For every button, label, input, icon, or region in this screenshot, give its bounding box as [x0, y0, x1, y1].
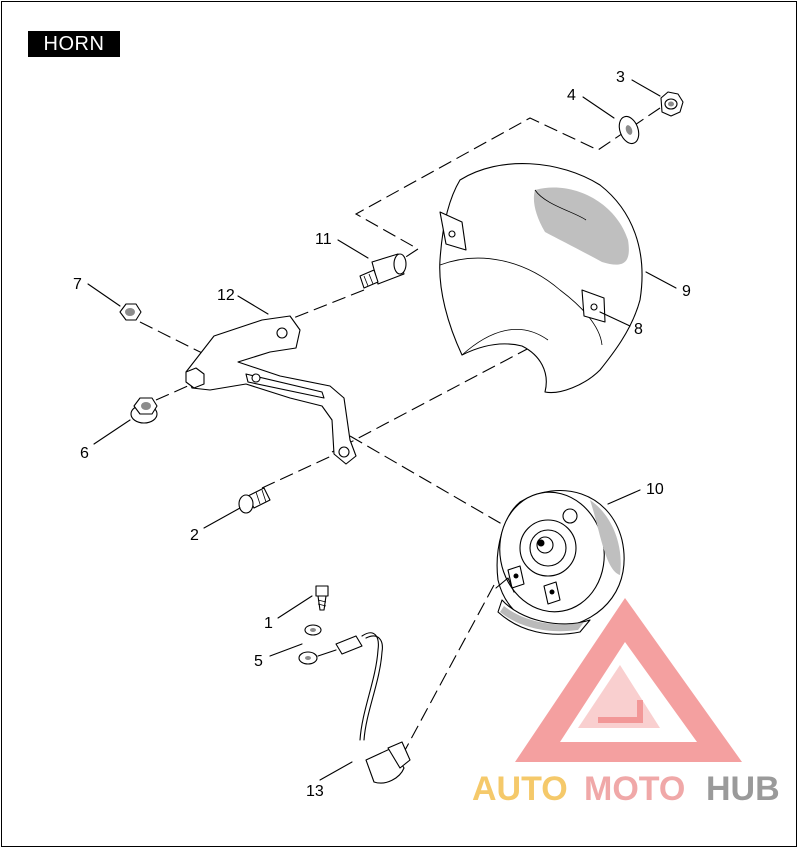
callout-10: 10	[646, 481, 664, 498]
part-screw-1	[315, 585, 329, 611]
watermark-logo	[515, 598, 742, 762]
callout-7: 7	[73, 276, 82, 293]
callout-4: 4	[567, 87, 576, 104]
callout-5: 5	[254, 653, 263, 670]
callout-11: 11	[315, 231, 332, 248]
callout-9: 9	[682, 283, 691, 300]
callout-12: 12	[217, 287, 235, 304]
part-nut-7	[119, 303, 142, 321]
diagram-title: HORN	[28, 31, 120, 57]
watermark-moto: MOTO	[584, 770, 685, 808]
callout-6: 6	[80, 445, 89, 462]
part-washer-5	[298, 624, 322, 665]
part-wire-13	[317, 632, 411, 784]
part-bracket-12	[185, 315, 357, 465]
callout-labels: 3 4 11 7 12 9 8 6 2 10 1 5 13	[73, 69, 691, 800]
watermark-text: AUTO MOTO HUB	[472, 770, 780, 808]
part-flange-nut-6	[130, 397, 158, 424]
callout-2: 2	[190, 527, 199, 544]
part-washer-4	[618, 115, 640, 145]
callout-3: 3	[616, 69, 625, 86]
part-horn-10	[495, 489, 625, 635]
watermark-hub: HUB	[706, 770, 780, 808]
callout-8: 8	[634, 321, 643, 338]
part-bolt-2	[238, 487, 271, 514]
part-stud-11	[359, 253, 407, 289]
part-horn-cover-9	[439, 163, 643, 394]
callout-13: 13	[306, 783, 324, 800]
watermark-auto: AUTO	[472, 770, 568, 808]
callout-1: 1	[264, 615, 273, 632]
part-nut-3	[660, 91, 684, 117]
leader-lines	[87, 79, 677, 781]
